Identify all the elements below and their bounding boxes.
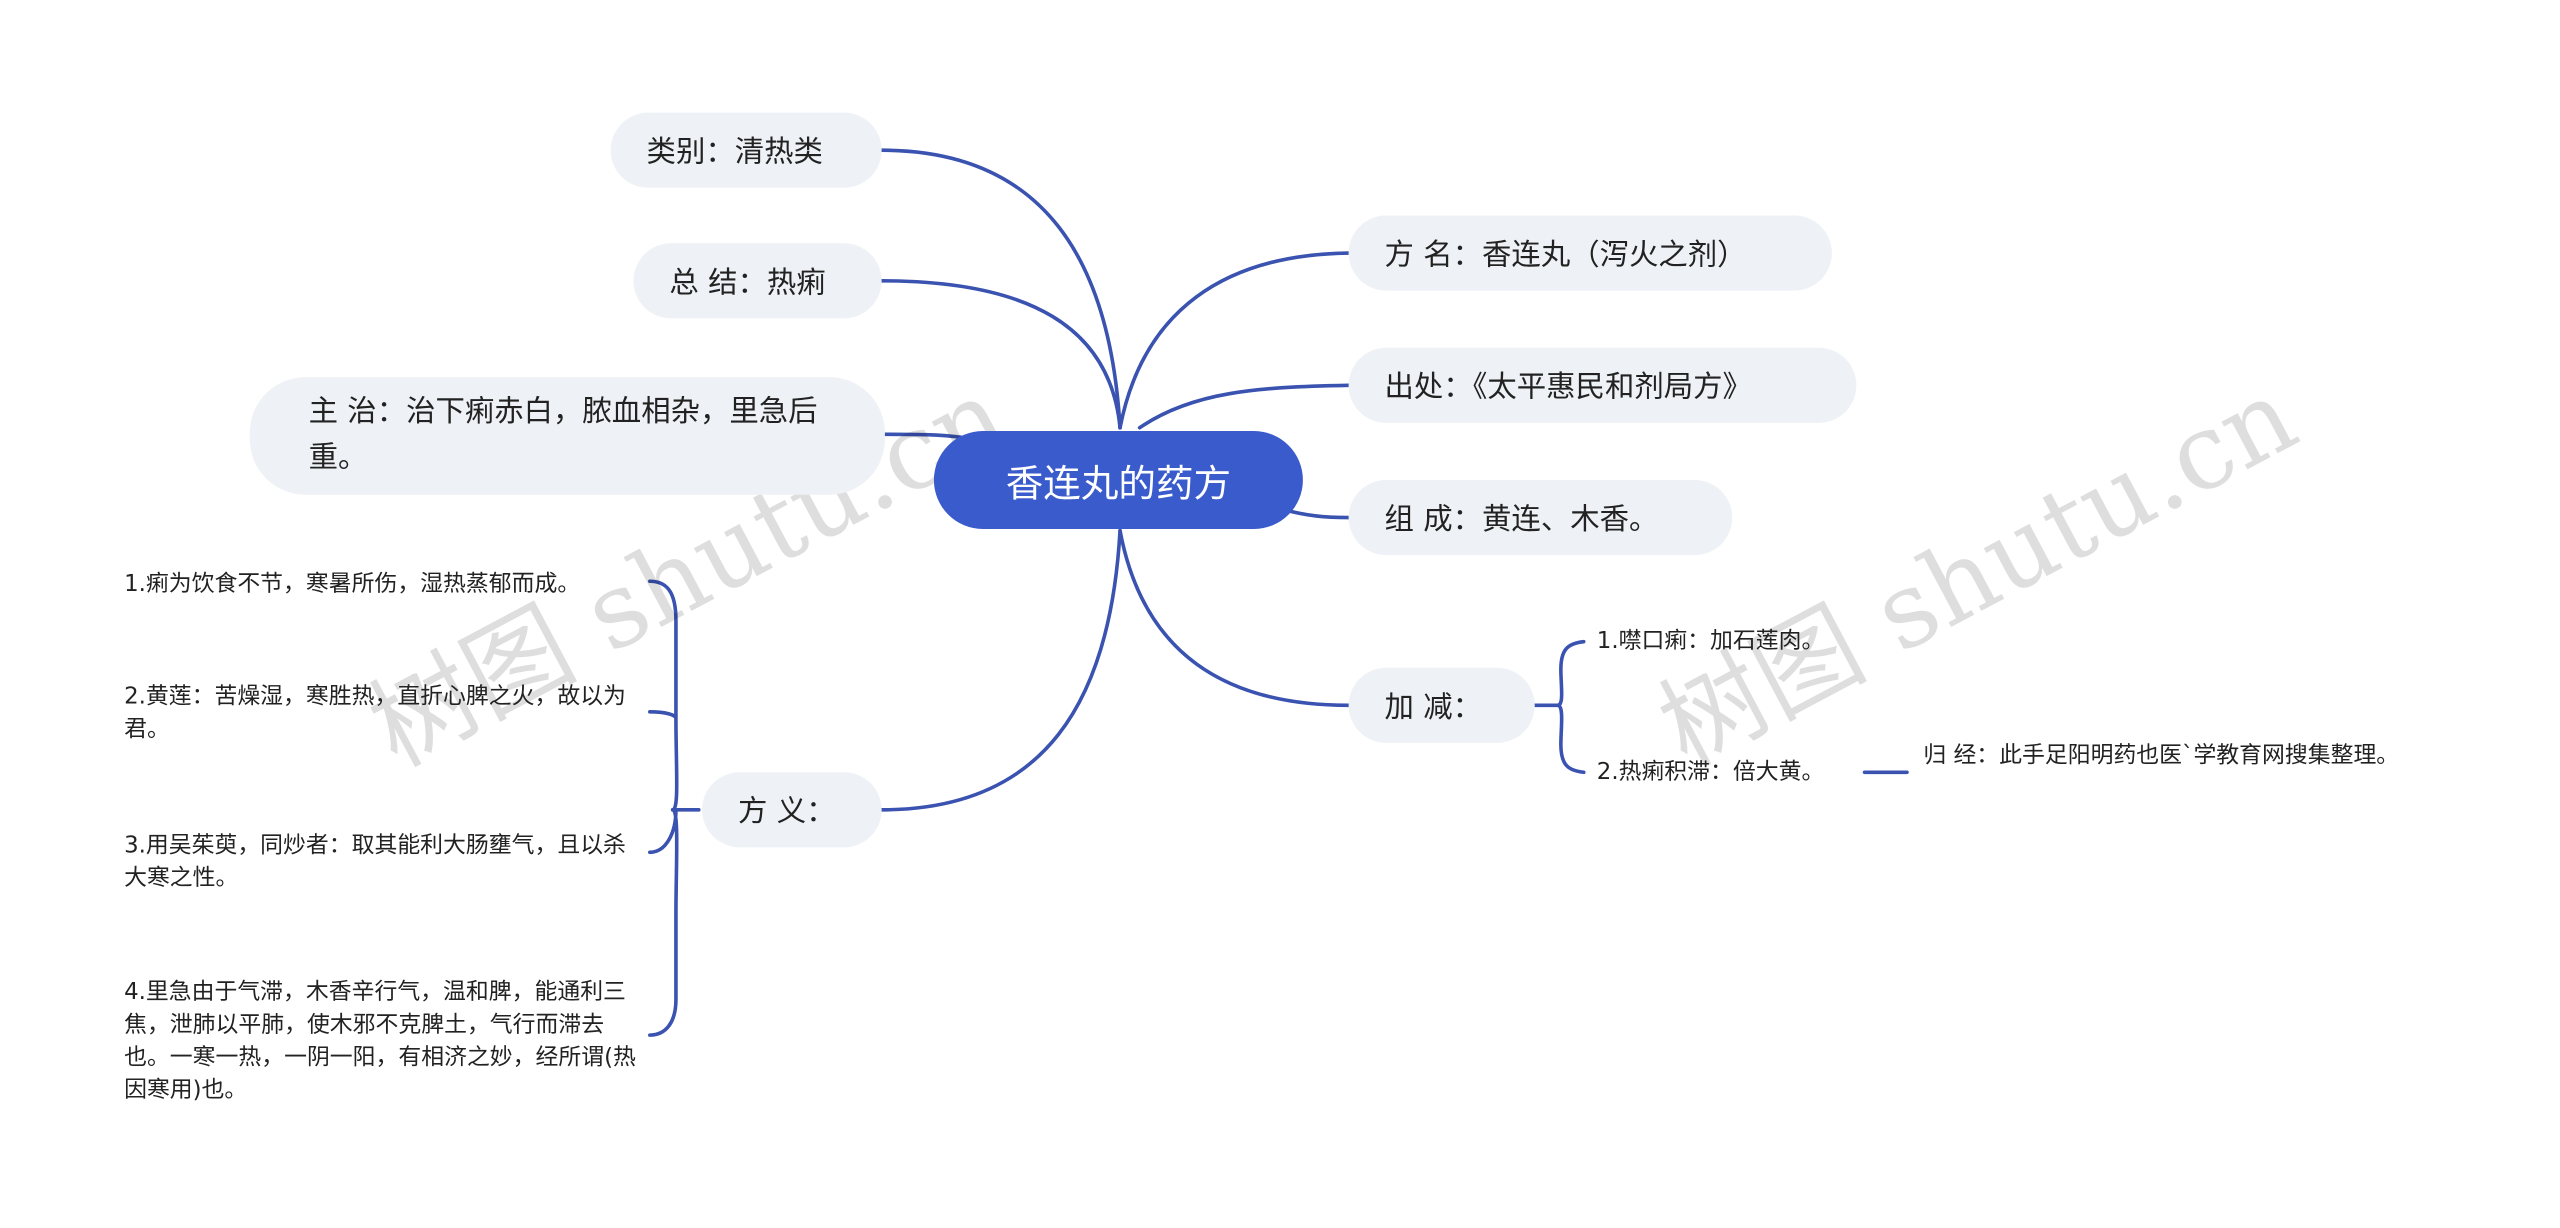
meaning-node[interactable]: 方 义： <box>702 772 882 848</box>
category-node[interactable]: 类别：清热类 <box>610 112 882 188</box>
summary-node[interactable]: 总 结：热痢 <box>633 243 882 319</box>
composition-node[interactable]: 组 成：黄连、木香。 <box>1348 480 1733 556</box>
center-topic[interactable]: 香连丸的药方 <box>933 431 1303 529</box>
link-category <box>879 148 1122 430</box>
meaning-item-3[interactable]: 3.用吴茱萸，同炒者：取其能利大肠壅气，且以杀大寒之性。 <box>124 832 626 892</box>
bracket-meaning <box>648 579 679 1037</box>
link-modify <box>1118 528 1351 708</box>
modify-item-2[interactable]: 2.热痢积滞：倍大黄。 <box>1596 759 1825 786</box>
meaning-item-4[interactable]: 4.里急由于气滞，木香辛行气，温和脾，能通利三焦，泄肺以平肺，使木邪不克脾土，气… <box>124 979 636 1104</box>
link-source <box>1137 383 1351 430</box>
modify-node[interactable]: 加 减： <box>1348 667 1535 743</box>
meridian-note[interactable]: 归 经：此手足阳明药也医`学教育网搜集整理。 <box>1923 742 2400 770</box>
bracket-modify <box>1532 639 1586 775</box>
link-name <box>1118 251 1351 430</box>
name-node[interactable]: 方 名：香连丸（泻火之剂） <box>1348 215 1832 291</box>
link-meaning <box>879 528 1122 812</box>
meaning-item-2[interactable]: 2.黄莲：苦燥湿，寒胜热，直折心脾之火，故以为君。 <box>124 684 626 743</box>
link-indication <box>883 432 966 440</box>
indication-node[interactable]: 主 治：治下痢赤白，脓血相杂，里急后重。 <box>249 377 885 495</box>
modify-item-1[interactable]: 1.噤口痢：加石莲肉。 <box>1596 628 1825 655</box>
meaning-item-1[interactable]: 1.痢为饮食不节，寒暑所伤，湿热蒸郁而成。 <box>124 571 581 598</box>
link-composition <box>1281 507 1351 520</box>
link-summary <box>879 279 1122 430</box>
source-node[interactable]: 出处：《太平惠民和剂局方》 <box>1348 347 1857 423</box>
